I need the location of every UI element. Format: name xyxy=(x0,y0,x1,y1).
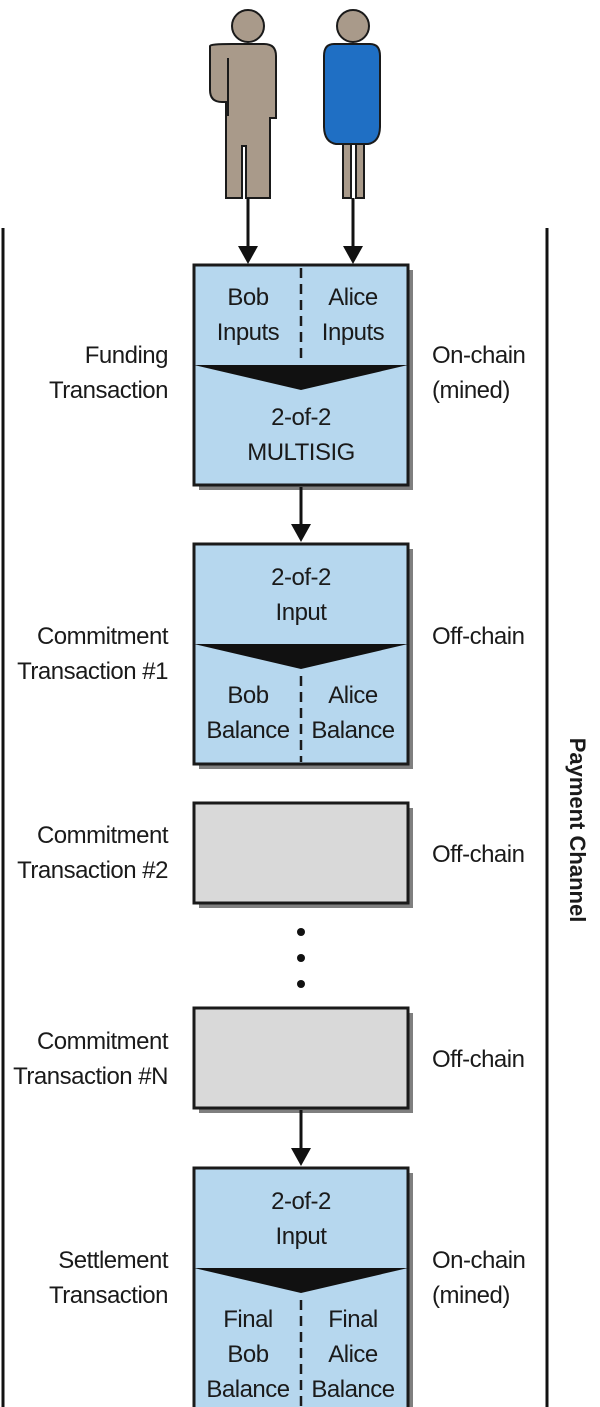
funding-label-line1: Funding xyxy=(85,342,168,369)
c1-bob-balance-line1: Bob xyxy=(227,682,268,709)
c1-status: Off-chain xyxy=(432,623,524,650)
s-bob-line1: Final xyxy=(223,1306,273,1333)
arrow-funding-to-c1-head xyxy=(291,524,311,542)
settlement-transaction: 2-of-2 Input Final Bob Balance Final Ali… xyxy=(192,1166,413,1407)
settlement-status-line2: (mined) xyxy=(432,1282,510,1309)
settlement-label-line2: Transaction xyxy=(49,1282,168,1309)
payment-channel-label: Payment Channel xyxy=(565,738,590,923)
c1-bob-balance-line2: Balance xyxy=(206,717,289,744)
alice-inputs-line2: Inputs xyxy=(322,319,385,346)
ellipsis-dots xyxy=(297,928,305,988)
s-alice-line1: Final xyxy=(328,1306,378,1333)
arrow-cn-to-settlement-head xyxy=(291,1148,311,1166)
settlement-funnel xyxy=(194,1268,408,1293)
multisig-line2: MULTISIG xyxy=(247,439,355,466)
c1-label-line2: Transaction #1 xyxy=(17,658,168,685)
c1-label-line1: Commitment xyxy=(37,623,169,650)
c1-input-line1: 2-of-2 xyxy=(271,564,331,591)
c1-alice-balance-line1: Alice xyxy=(328,682,378,709)
s-input-line2: Input xyxy=(276,1223,328,1250)
c1-input-line2: Input xyxy=(276,599,328,626)
bob-inputs-line1: Bob xyxy=(227,284,268,311)
commitment1-funnel xyxy=(194,644,408,669)
s-input-line1: 2-of-2 xyxy=(271,1188,331,1215)
funding-label-line2: Transaction xyxy=(49,377,168,404)
s-bob-line2: Bob xyxy=(227,1341,268,1368)
multisig-line1: 2-of-2 xyxy=(271,404,331,431)
bob-figure xyxy=(209,9,277,199)
commitment-transaction-1: 2-of-2 Input Bob Balance Alice Balance xyxy=(192,542,413,769)
funding-funnel xyxy=(194,365,408,390)
c2-status: Off-chain xyxy=(432,841,524,868)
alice-inputs-line1: Alice xyxy=(328,284,378,311)
bob-arrow-head xyxy=(238,246,258,264)
alice-figure xyxy=(323,9,381,199)
s-alice-line3: Balance xyxy=(311,1376,394,1403)
alice-arrow-head xyxy=(343,246,363,264)
commitment-transaction-2 xyxy=(192,801,413,908)
commitment2-box xyxy=(192,801,410,905)
funding-status-line1: On-chain xyxy=(432,342,525,369)
s-bob-line3: Balance xyxy=(206,1376,289,1403)
funding-status-line2: (mined) xyxy=(432,377,510,404)
funding-transaction: Bob Inputs Alice Inputs 2-of-2 MULTISIG xyxy=(192,263,413,490)
settlement-status-line1: On-chain xyxy=(432,1247,525,1274)
cn-label-line1: Commitment xyxy=(37,1028,169,1055)
c1-alice-balance-line2: Balance xyxy=(311,717,394,744)
bob-inputs-line2: Inputs xyxy=(217,319,280,346)
c2-label-line1: Commitment xyxy=(37,822,169,849)
cn-status: Off-chain xyxy=(432,1046,524,1073)
commitmentN-box xyxy=(192,1006,410,1110)
cn-label-line2: Transaction #N xyxy=(13,1063,168,1090)
settlement-label-line1: Settlement xyxy=(58,1247,169,1274)
s-alice-line2: Alice xyxy=(328,1341,378,1368)
commitment-transaction-n xyxy=(192,1006,413,1113)
c2-label-line2: Transaction #2 xyxy=(17,857,168,884)
